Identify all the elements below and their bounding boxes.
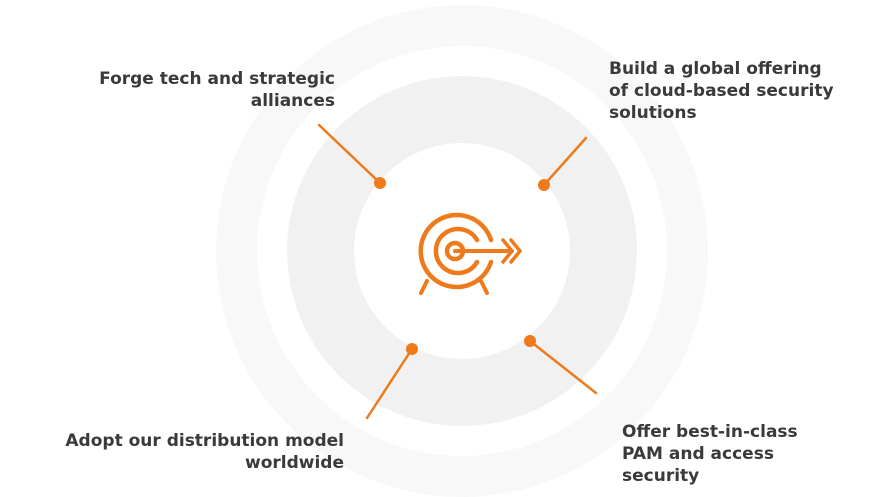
connector-bottom-left [365, 347, 414, 420]
dot-top-right [538, 179, 550, 191]
connector-top-right [542, 136, 588, 187]
goal-top-right-line-3: solutions [609, 103, 697, 123]
goal-bottom-right-line-3: security [622, 466, 700, 486]
dot-top-left [374, 177, 386, 189]
goal-top-right-line-2: of cloud-based security [609, 81, 834, 101]
goal-bottom-left-line-2: worldwide [245, 453, 344, 473]
dot-bottom-left [406, 343, 418, 355]
goal-top-left-line-1: Forge tech and strategic [99, 69, 335, 89]
goal-bottom-right-line-1: Offer best-in-class [622, 422, 798, 442]
goal-bottom-right: Offer best-in-class PAM and access secur… [622, 421, 877, 487]
dot-bottom-right [524, 335, 536, 347]
target-with-arrow-icon [418, 212, 522, 295]
goal-top-right: Build a global offering of cloud-based s… [609, 58, 879, 124]
goal-bottom-right-line-2: PAM and access [622, 444, 774, 464]
goal-top-right-line-1: Build a global offering [609, 59, 822, 79]
goal-bottom-left-line-1: Adopt our distribution model [65, 431, 344, 451]
connector-bottom-right [528, 339, 598, 395]
connector-top-left [317, 123, 382, 185]
goal-top-left-line-2: alliances [250, 91, 335, 111]
goal-top-left: Forge tech and strategic alliances [20, 68, 335, 112]
goal-bottom-left: Adopt our distribution model worldwide [4, 430, 344, 474]
